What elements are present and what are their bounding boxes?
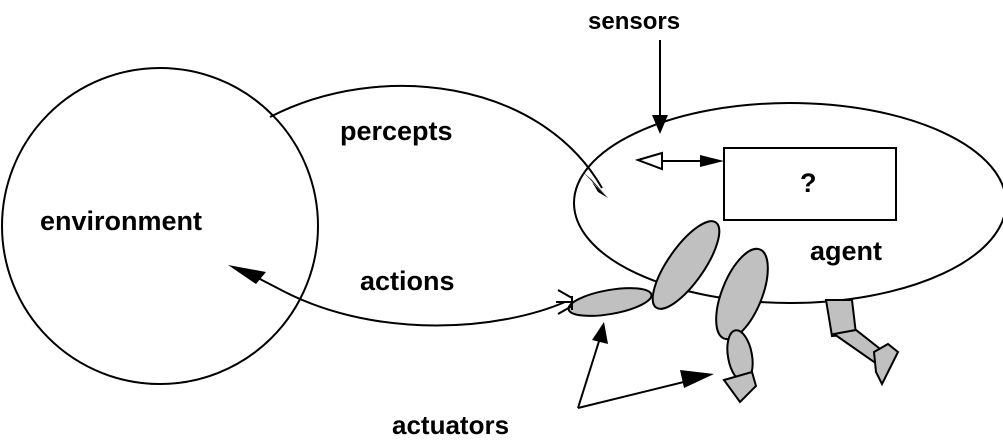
actions-arc xyxy=(284,291,566,327)
sensors-label: sensors xyxy=(588,8,681,35)
actuators-arrow-leg xyxy=(577,377,701,409)
upper-arm xyxy=(651,220,721,310)
agent-label: agent xyxy=(810,236,883,266)
front-foot xyxy=(722,370,758,404)
agent-ellipse xyxy=(573,102,1003,304)
actions-arrowhead xyxy=(228,265,266,284)
actuators-label: actuators xyxy=(392,410,510,440)
forearm xyxy=(567,287,653,317)
percepts-arc xyxy=(269,84,603,189)
actions-label: actions xyxy=(360,266,455,296)
percepts-label: percepts xyxy=(340,116,453,146)
agent-program-box xyxy=(723,147,897,221)
environment-circle xyxy=(1,67,319,385)
back-foot xyxy=(872,342,900,387)
percepts-arrowhead xyxy=(580,170,608,198)
hand-icon xyxy=(556,289,573,315)
eye-icon xyxy=(634,151,663,171)
actuators-arrow-arm xyxy=(577,337,601,409)
environment-label: environment xyxy=(40,206,203,236)
question-mark: ? xyxy=(800,168,817,198)
front-thigh xyxy=(715,247,769,341)
